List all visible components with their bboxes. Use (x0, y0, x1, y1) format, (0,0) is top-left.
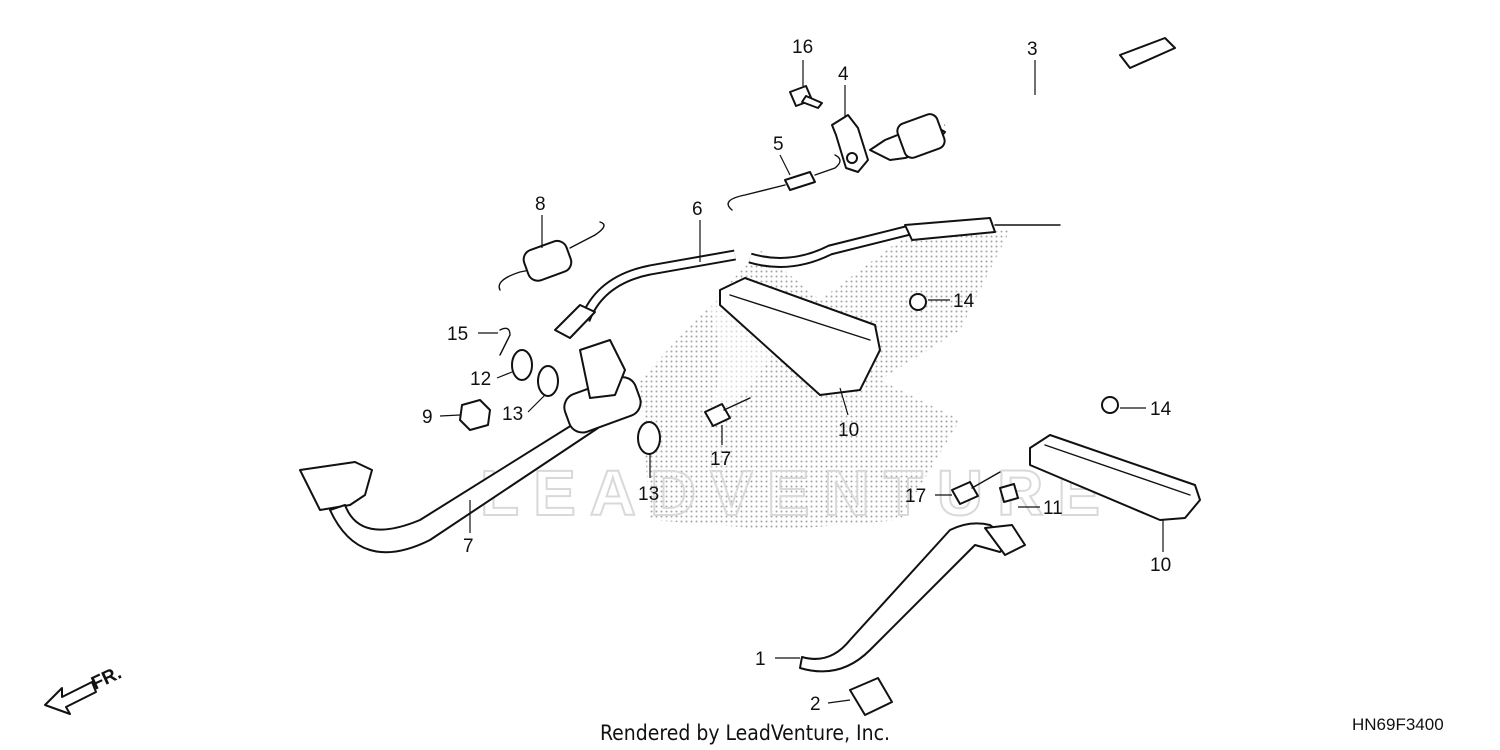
part-3-cable[interactable] (869, 37, 1176, 161)
callout-14-upper: 14 (953, 291, 975, 312)
callout-1: 1 (755, 649, 766, 670)
callout-14-lower: 14 (1150, 399, 1172, 420)
callout-7: 7 (463, 536, 474, 557)
part-10-footpeg-upper[interactable] (719, 277, 881, 396)
callout-4: 4 (838, 64, 849, 85)
part-2-shift-rubber[interactable] (849, 677, 893, 716)
callout-11: 11 (1043, 498, 1063, 519)
part-12-washer[interactable] (511, 349, 533, 381)
callout-5: 5 (773, 134, 784, 155)
diagram-code: HN69F3400 (1352, 715, 1444, 734)
watermark-text: LEADVENTURE (480, 457, 1114, 529)
part-1-shift-lever[interactable] (799, 522, 1026, 673)
callout-13-right: 13 (638, 484, 659, 505)
part-14-nut-lower[interactable] (1101, 396, 1119, 414)
callout-17-right: 17 (905, 486, 926, 507)
callout-12: 12 (470, 369, 491, 390)
part-8-spring[interactable] (498, 221, 605, 291)
part-13-washer-left[interactable] (537, 365, 559, 397)
callout-3: 3 (1027, 39, 1038, 60)
callout-6: 6 (692, 199, 703, 220)
part-15-pin[interactable] (499, 327, 511, 356)
callout-2: 2 (810, 694, 821, 715)
callout-9: 9 (422, 407, 433, 428)
part-17-bolt-right[interactable] (951, 471, 1001, 505)
arrow-icon (44, 681, 97, 715)
leader-lines (439, 60, 1164, 704)
part-4-clip[interactable] (831, 114, 869, 173)
callout-8: 8 (535, 194, 546, 215)
part-17-bolt-left[interactable] (704, 397, 751, 427)
front-direction-arrow: FR. (44, 663, 125, 715)
part-13-washer-right[interactable] (637, 421, 661, 455)
callout-10-lower: 10 (1150, 555, 1171, 576)
part-16-bolt[interactable] (789, 85, 823, 109)
callout-13-left: 13 (502, 404, 523, 425)
part-14-nut-upper[interactable] (909, 293, 927, 311)
part-9-nut[interactable] (459, 399, 491, 431)
callout-17-left: 17 (710, 449, 731, 470)
part-7-brake-pedal[interactable] (299, 339, 645, 554)
callout-15: 15 (447, 324, 468, 345)
part-11-bolt[interactable] (999, 483, 1019, 503)
part-10-footpeg-lower[interactable] (1029, 434, 1201, 521)
callout-10-upper: 10 (838, 420, 859, 441)
watermark-logo: LEADVENTURE (479, 230, 1114, 530)
part-6-brake-cable[interactable] (554, 217, 1061, 339)
part-5-spring[interactable] (727, 154, 841, 211)
rendered-by-text: Rendered by LeadVenture, Inc. (600, 721, 890, 745)
callout-16: 16 (792, 37, 813, 58)
